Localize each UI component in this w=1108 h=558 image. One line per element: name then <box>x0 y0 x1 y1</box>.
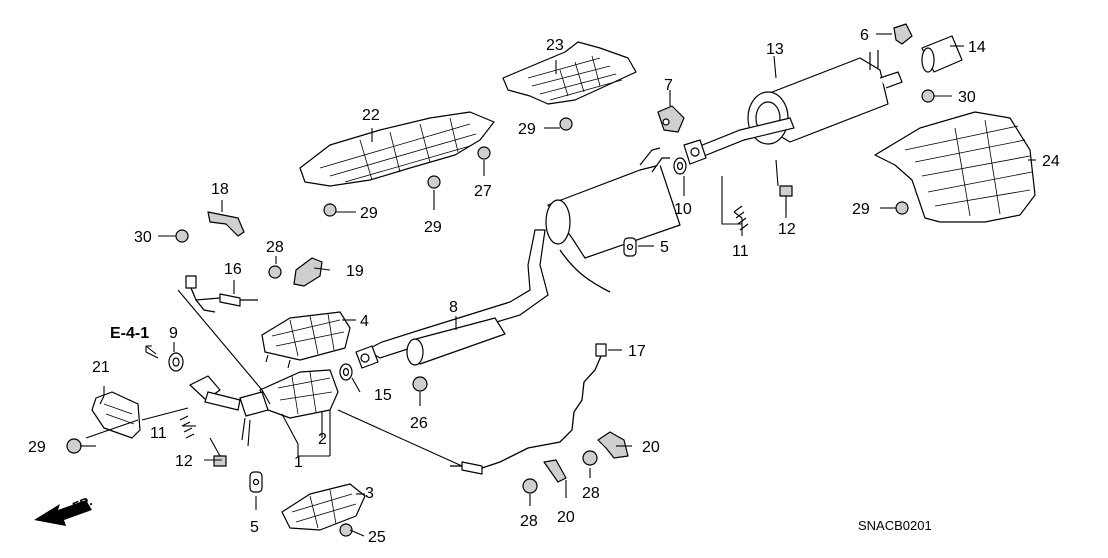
bolt-29-group <box>66 117 909 454</box>
catalytic-converter <box>189 369 339 447</box>
callout-11-left: 11 <box>150 425 167 442</box>
callout-28-c: 28 <box>520 513 538 530</box>
callout-5-upper: 5 <box>660 239 669 256</box>
callout-19: 19 <box>346 263 364 280</box>
callout-26: 26 <box>410 415 428 432</box>
bolt-30-group <box>175 89 935 243</box>
leader-lines <box>80 33 1036 537</box>
gasket-15 <box>339 363 353 381</box>
nut-28-a <box>268 265 282 279</box>
callout-24: 24 <box>1042 153 1060 170</box>
callout-6: 6 <box>860 27 869 44</box>
callout-29-a: 29 <box>360 205 378 222</box>
callout-3: 3 <box>365 485 374 502</box>
callout-20-right: 20 <box>642 439 660 456</box>
bolt-25 <box>339 523 353 537</box>
callout-25: 25 <box>368 529 386 546</box>
callout-23: 23 <box>546 37 564 54</box>
callout-13: 13 <box>766 41 784 58</box>
converter-cover-lower <box>281 483 366 531</box>
hanger-bracket-18 <box>207 211 245 237</box>
exhaust-tip <box>921 35 963 73</box>
callout-30-b: 30 <box>958 89 976 106</box>
callout-30-a: 30 <box>134 229 152 246</box>
section-reference[interactable]: E-4-1 <box>110 325 157 355</box>
callout-29-e: 29 <box>28 439 46 456</box>
svg-text:E-4-1: E-4-1 <box>110 325 149 342</box>
tip-clamp <box>893 23 913 45</box>
converter-cover-upper <box>261 311 351 369</box>
bracket-20-right <box>597 431 629 459</box>
nut-27 <box>477 146 491 160</box>
callout-28-b: 28 <box>582 485 600 502</box>
heat-shield-middle <box>299 111 495 187</box>
spring-11-left <box>179 415 195 439</box>
bracket-20-lower <box>543 459 567 483</box>
spring-11-right <box>733 205 749 231</box>
callout-15: 15 <box>374 387 392 404</box>
bolt-12-left <box>209 437 227 467</box>
gasket-10 <box>673 157 687 175</box>
exhaust-pipe-b <box>355 147 681 369</box>
oxygen-sensor-secondary <box>450 343 607 475</box>
oxygen-sensor-primary <box>185 275 258 313</box>
nut-26 <box>412 376 428 392</box>
bracket-19 <box>293 257 323 287</box>
muffler <box>683 50 903 165</box>
callout-7: 7 <box>664 77 673 94</box>
nut-28-b <box>582 450 598 466</box>
callout-11-right: 11 <box>732 243 749 260</box>
callout-29-b: 29 <box>424 219 442 236</box>
front-direction-arrow: FR. <box>34 493 95 526</box>
callout-29-c: 29 <box>518 121 536 138</box>
callout-2: 2 <box>318 431 327 448</box>
rubber-hanger-upper <box>657 105 685 133</box>
callout-14: 14 <box>968 39 986 56</box>
diagram-code: SNACB0201 <box>858 518 932 533</box>
heat-shield-upper <box>502 41 637 105</box>
callout-12-left: 12 <box>175 453 193 470</box>
callout-27: 27 <box>474 183 492 200</box>
callout-4: 4 <box>360 313 369 330</box>
callout-18: 18 <box>211 181 229 198</box>
callout-5-lower: 5 <box>250 519 259 536</box>
rubber-mount-5-lower <box>249 471 263 493</box>
callout-10: 10 <box>674 201 692 218</box>
heat-shield-rear <box>874 111 1036 223</box>
callout-9: 9 <box>169 325 178 342</box>
callout-17: 17 <box>628 343 646 360</box>
callout-1: 1 <box>294 454 303 471</box>
nut-28-c <box>522 478 538 494</box>
callout-21: 21 <box>92 359 110 376</box>
callout-28-a: 28 <box>266 239 284 256</box>
svg-text:FR.: FR. <box>70 493 95 515</box>
callout-16: 16 <box>224 261 242 278</box>
gasket-9 <box>168 352 184 372</box>
callout-29-d: 29 <box>852 201 870 218</box>
callout-22: 22 <box>362 107 380 124</box>
callout-8: 8 <box>449 299 458 316</box>
rubber-mount-5-upper <box>623 237 637 257</box>
callout-labels: 1 2 3 4 5 5 6 7 8 9 10 11 11 12 12 13 14… <box>28 27 1060 546</box>
bracket-plate <box>91 391 141 439</box>
callout-12-right: 12 <box>778 221 796 238</box>
callout-20-lower: 20 <box>557 509 575 526</box>
